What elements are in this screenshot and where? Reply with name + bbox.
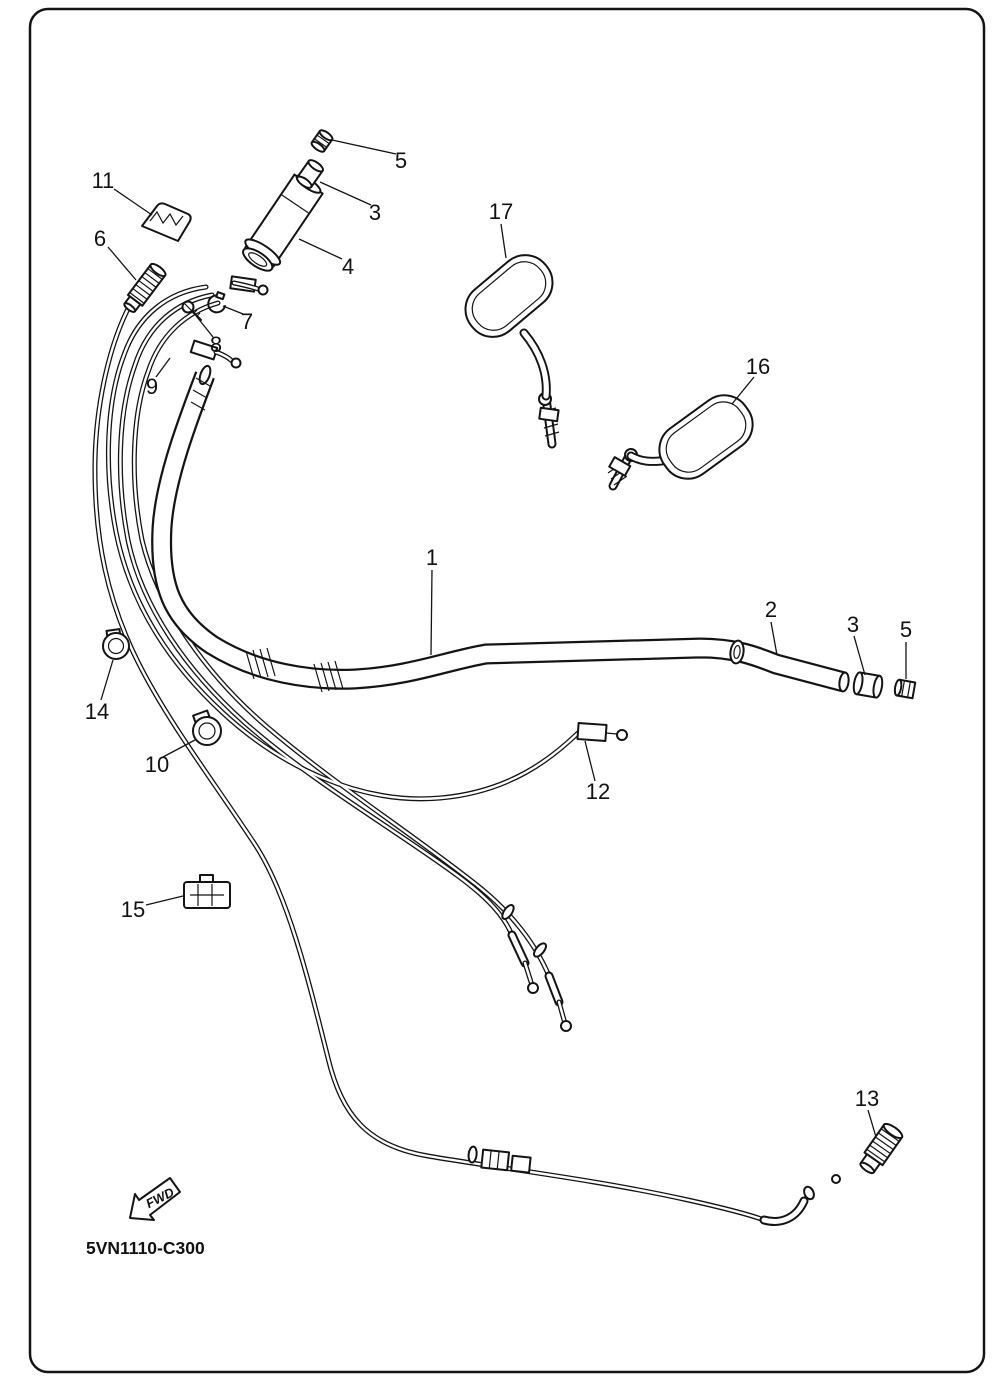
throttle-cable-end-b <box>544 971 572 1032</box>
cable-inline-adjuster <box>467 1145 532 1174</box>
adjust-bolt-13 <box>859 1122 904 1175</box>
bar-end-nut-right <box>893 678 917 700</box>
callout-3-right: 3 <box>847 612 859 637</box>
cable-end-12 <box>576 722 628 742</box>
mirror-right-stud <box>607 451 634 491</box>
clip-15 <box>183 874 231 909</box>
cable-adjuster <box>123 262 167 313</box>
mirror-right <box>607 394 754 491</box>
callout-10: 10 <box>145 752 169 777</box>
knurl-marks <box>190 377 344 693</box>
clamp-10 <box>192 709 222 746</box>
page-border <box>28 7 986 1374</box>
callout-9: 9 <box>146 374 158 399</box>
mirror-left-head <box>464 254 554 338</box>
throttle-cable-end-a <box>507 930 539 994</box>
callout-5-right: 5 <box>900 617 912 642</box>
callout-16: 16 <box>746 354 770 379</box>
callout-7: 7 <box>241 309 253 334</box>
callout-12: 12 <box>586 779 610 804</box>
callout-11: 11 <box>92 168 115 193</box>
fwd-arrow-shape <box>129 1177 181 1221</box>
throttle-tube-cap <box>296 159 324 189</box>
callout-2: 2 <box>765 597 777 622</box>
callout-1: 1 <box>426 545 438 570</box>
mirror-right-head <box>658 394 754 480</box>
handlebar <box>162 365 850 692</box>
callout-5-top: 5 <box>395 148 407 173</box>
clutch-cable-end <box>759 1174 841 1226</box>
cable-elbow-upper <box>229 275 269 296</box>
callout-6: 6 <box>94 226 106 251</box>
retainer-clip <box>207 291 226 314</box>
callout-8: 8 <box>210 332 222 357</box>
fwd-arrow: FWD <box>129 1177 181 1221</box>
callout-14: 14 <box>85 699 109 724</box>
screw <box>181 300 202 321</box>
cable-elbow-lower <box>189 339 242 369</box>
callout-13: 13 <box>855 1086 879 1111</box>
mirror-left <box>464 254 560 449</box>
callout-4: 4 <box>342 254 354 279</box>
callout-labels: 5 3 11 6 4 7 8 9 17 16 1 2 3 5 14 10 12 … <box>85 148 912 1111</box>
cable-holder <box>141 202 192 242</box>
grip-end-ring <box>729 639 745 665</box>
callout-3-top: 3 <box>369 200 381 225</box>
throttle-tube-nut <box>310 129 334 153</box>
leader-lines <box>100 139 907 1138</box>
control-cables <box>95 287 841 1226</box>
clamp-14 <box>102 628 130 660</box>
callout-17: 17 <box>489 199 513 224</box>
diagram-code: 5VN1110-C300 <box>86 1238 205 1258</box>
throttle-tube <box>242 173 324 272</box>
callout-15: 15 <box>121 897 145 922</box>
bar-end-cap-right <box>852 671 884 699</box>
